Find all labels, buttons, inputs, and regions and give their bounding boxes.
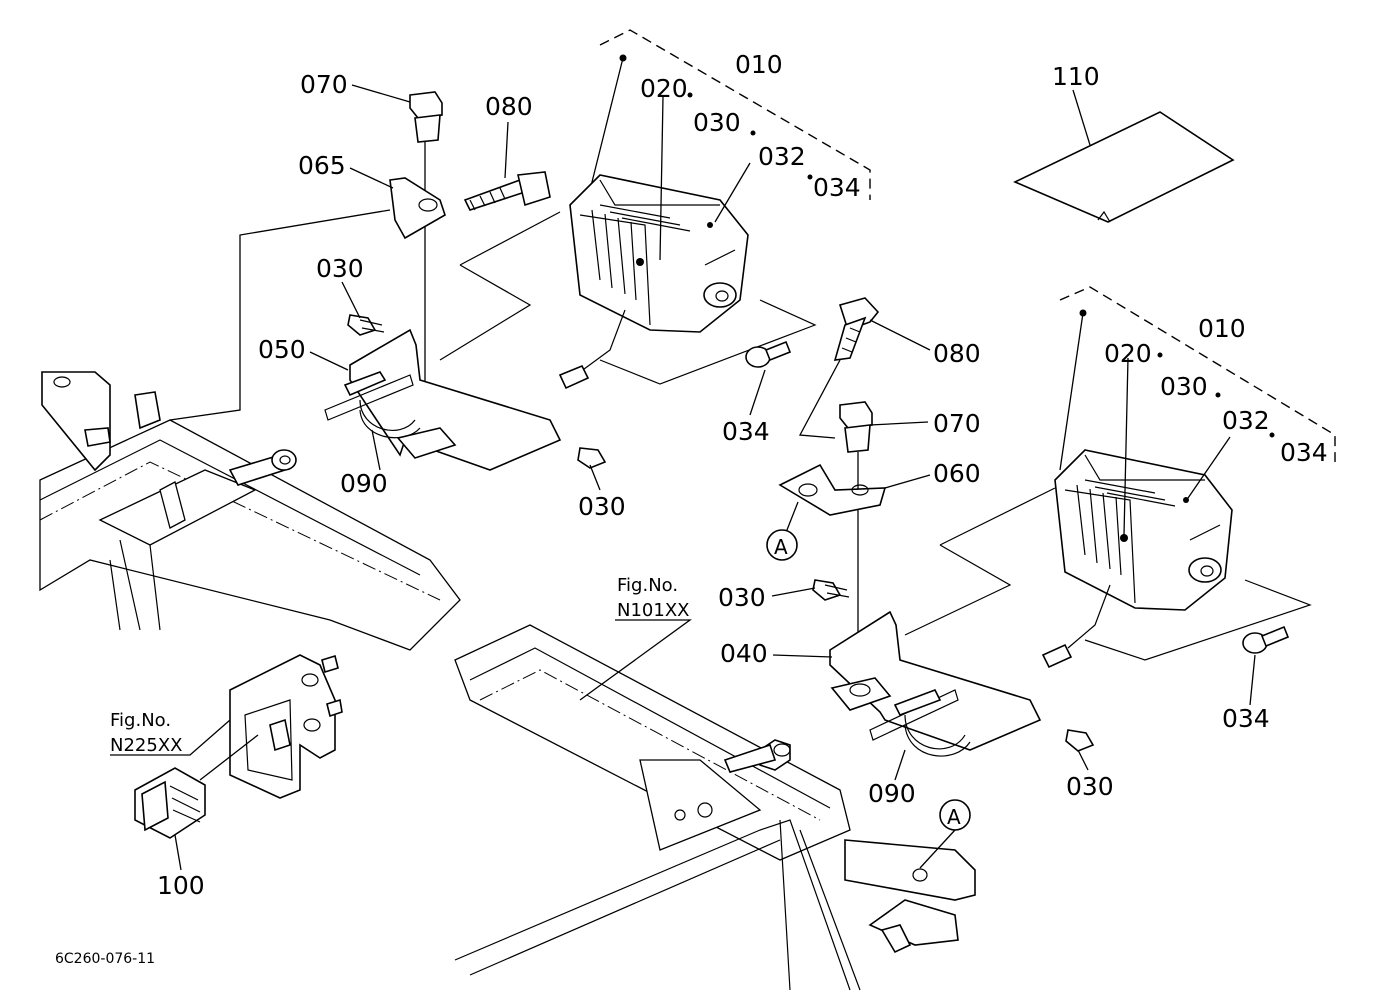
label-030-left-bottom: 030 — [578, 492, 626, 521]
label-034-left: 034 — [722, 417, 770, 446]
detail-a-bracket — [844, 829, 976, 954]
fig-ref-n225: N225XX — [110, 735, 182, 756]
label-right-010: 010 — [1198, 314, 1246, 343]
label-050: 050 — [258, 335, 306, 364]
marker-a-circle-2 — [939, 799, 971, 831]
label-090-right: 090 — [868, 779, 916, 808]
label-left-010: 010 — [735, 50, 783, 79]
label-left-020: 020 — [640, 74, 688, 103]
decal-sheet-110 — [1013, 111, 1235, 223]
label-left-034: 034 — [813, 173, 861, 202]
left-lamp-group — [324, 29, 871, 471]
label-070-left: 070 — [300, 70, 348, 99]
label-left-032: 032 — [758, 142, 806, 171]
label-070-right: 070 — [933, 409, 981, 438]
switch-bracket-group — [134, 654, 343, 839]
label-right-032: 032 — [1222, 406, 1270, 435]
label-030-right-bottom: 030 — [1066, 772, 1114, 801]
label-030-right-top: 030 — [718, 583, 766, 612]
label-110: 110 — [1052, 62, 1100, 91]
label-060: 060 — [933, 459, 981, 488]
label-030-left-top: 030 — [316, 254, 364, 283]
fig-label-n225: Fig.No. — [110, 710, 171, 731]
fig-ref-n101: N101XX — [617, 600, 689, 621]
cab-frame-center — [454, 624, 861, 991]
label-080-right: 080 — [933, 339, 981, 368]
label-group: 010 020 030 032 034 010 020 030 032 034 … — [55, 50, 1328, 967]
marker-a-label-2: A — [947, 805, 961, 829]
fig-label-n101: Fig.No. — [617, 575, 678, 596]
frame-pivot-left — [228, 449, 297, 486]
label-090-left: 090 — [340, 469, 388, 498]
cab-frame-left — [39, 371, 461, 651]
ref-dots — [687, 92, 1275, 438]
label-065: 065 — [298, 151, 346, 180]
right-lamp-group — [778, 286, 1336, 757]
marker-a-label: A — [774, 535, 788, 559]
leader-065-frame — [169, 209, 391, 421]
label-034-right: 034 — [1222, 704, 1270, 733]
label-right-030: 030 — [1160, 372, 1208, 401]
label-left-030: 030 — [693, 108, 741, 137]
label-040: 040 — [720, 639, 768, 668]
drawing-code: 6C260-076-11 — [55, 951, 155, 967]
label-right-034: 034 — [1280, 438, 1328, 467]
leader-lines — [110, 84, 1256, 871]
label-080-left: 080 — [485, 92, 533, 121]
label-100: 100 — [157, 871, 205, 900]
marker-a-circle — [766, 529, 798, 561]
label-right-020: 020 — [1104, 339, 1152, 368]
